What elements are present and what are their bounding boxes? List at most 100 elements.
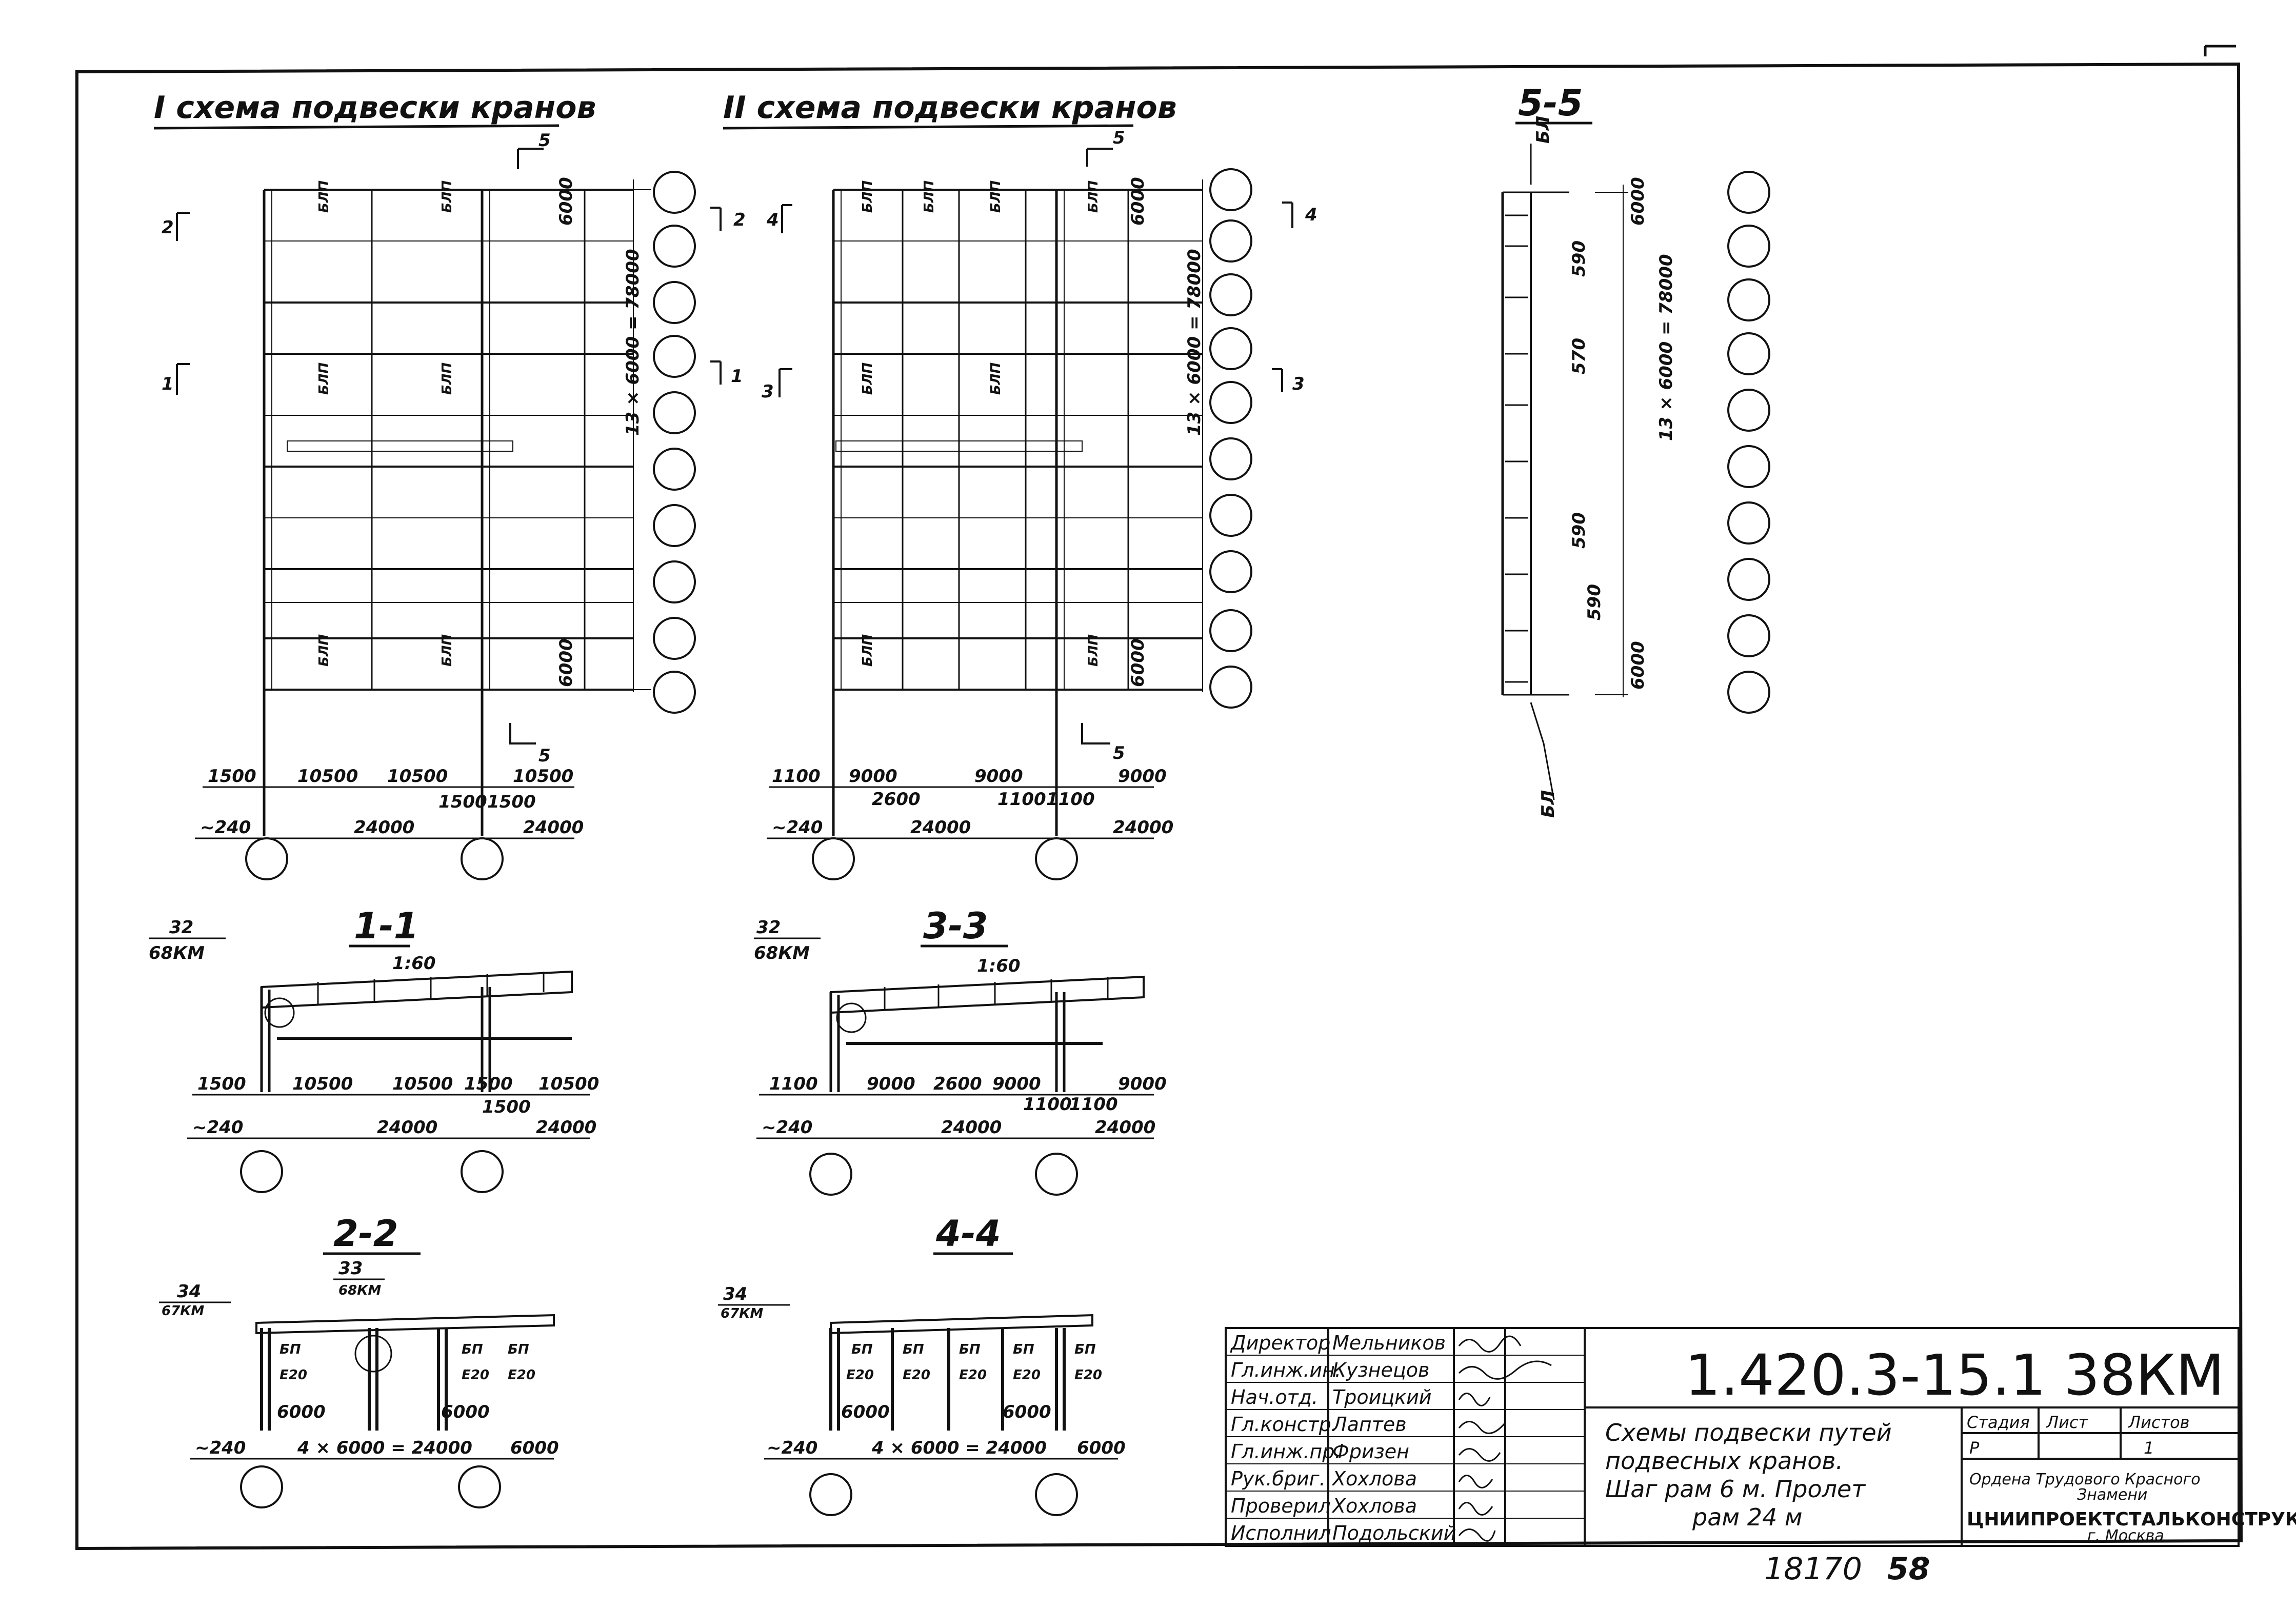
svg-text:34: 34 (177, 1281, 201, 1302)
sheet-frame (75, 45, 2243, 1551)
svg-text:БЛП: БЛП (988, 180, 1004, 213)
svg-text:БЛ: БЛ (1538, 790, 1559, 818)
svg-text:II схема подвески кранов: II схема подвески кранов (723, 90, 1177, 126)
svg-text:БЛП: БЛП (316, 363, 332, 395)
svg-text:~240: ~240 (195, 1438, 246, 1458)
plan1-frame (263, 179, 651, 836)
svg-text:10500: 10500 (538, 1074, 599, 1094)
svg-text:подвесных кранов.: подвесных кранов. (1605, 1447, 1843, 1475)
svg-text:32: 32 (756, 917, 781, 938)
svg-text:5: 5 (1113, 128, 1125, 148)
svg-text:6000: 6000 (510, 1438, 559, 1458)
svg-text:Гл.инж.пр.: Гл.инж.пр. (1231, 1440, 1341, 1463)
svg-text:1500: 1500 (487, 792, 536, 812)
svg-text:Е20: Е20 (959, 1367, 987, 1383)
plan2-cut-marks: 4 3 4 3 5 5 (762, 128, 1317, 763)
svg-text:Стадия: Стадия (1967, 1413, 2030, 1432)
svg-text:БП: БП (462, 1342, 483, 1357)
svg-text:Гл.инж.ин.: Гл.инж.ин. (1231, 1359, 1341, 1381)
svg-text:3: 3 (762, 381, 774, 402)
svg-text:67КМ: 67КМ (162, 1303, 204, 1319)
svg-text:9000: 9000 (992, 1074, 1041, 1094)
svg-text:БЛП: БЛП (1086, 634, 1101, 667)
svg-text:10500: 10500 (297, 766, 358, 787)
section-1-1: 1-1 32 68КМ 1:60 1500 10500 10500 1500 1… (149, 905, 599, 1193)
section55-drawing (1501, 144, 1628, 800)
svg-text:БП: БП (1013, 1342, 1034, 1357)
svg-text:3: 3 (1292, 374, 1305, 394)
svg-text:4: 4 (766, 210, 779, 230)
plan1-dimensions: 13 × 6000 = 78000 6000 6000 1500 10500 1… (200, 177, 643, 838)
svg-text:БП: БП (508, 1342, 529, 1357)
svg-text:9000: 9000 (867, 1074, 915, 1094)
svg-text:6000: 6000 (1628, 641, 1648, 690)
svg-text:570: 570 (1569, 338, 1589, 374)
organization: Ордена Трудового Красного Знамени ЦНИИПР… (1967, 1471, 2296, 1545)
svg-text:1100: 1100 (1023, 1094, 1072, 1115)
scheme2-title: II схема подвески кранов (723, 90, 1177, 130)
svg-text:БЛП: БЛП (860, 180, 875, 213)
svg-text:6000: 6000 (1128, 638, 1148, 687)
title-block-signatures (1458, 1335, 1552, 1542)
svg-text:5: 5 (538, 130, 551, 151)
svg-text:~240: ~240 (200, 817, 251, 838)
svg-text:10500: 10500 (392, 1074, 453, 1094)
svg-text:34: 34 (723, 1284, 747, 1304)
svg-text:Нач.отд.: Нач.отд. (1231, 1386, 1318, 1408)
plan1-cut-marks: 2 1 2 1 5 5 (162, 130, 746, 766)
svg-text:3-3: 3-3 (923, 905, 988, 947)
svg-text:24000: 24000 (354, 817, 414, 838)
svg-text:Е20: Е20 (846, 1367, 874, 1383)
plan1-dim-lines (195, 786, 574, 839)
svg-text:9000: 9000 (1118, 766, 1167, 787)
svg-text:2: 2 (733, 210, 746, 230)
svg-text:68КМ: 68КМ (754, 943, 810, 963)
svg-text:Е20: Е20 (462, 1367, 489, 1383)
svg-text:БП: БП (279, 1342, 301, 1357)
svg-text:~240: ~240 (772, 817, 823, 838)
stage-sheet-cells: Стадия Лист Листов Р 1 (1967, 1413, 2190, 1458)
svg-text:Схемы подвески путей: Схемы подвески путей (1605, 1419, 1892, 1446)
svg-text:9000: 9000 (974, 766, 1023, 787)
svg-text:БЛП: БЛП (440, 180, 455, 213)
svg-text:~240: ~240 (762, 1117, 812, 1138)
svg-text:5-5: 5-5 (1518, 82, 1583, 124)
svg-text:6000: 6000 (1077, 1438, 1126, 1458)
title-block-roles: Директор Гл.инж.ин. Нач.отд. Гл.констр. … (1230, 1332, 1341, 1544)
svg-text:4 × 6000 = 24000: 4 × 6000 = 24000 (297, 1438, 472, 1458)
svg-text:I схема подвески кранов: I схема подвески кранов (154, 90, 596, 126)
svg-text:58: 58 (1887, 1551, 1930, 1587)
svg-text:Подольский: Подольский (1332, 1522, 1456, 1544)
svg-text:6000: 6000 (556, 177, 576, 226)
section-3-3: 3-3 32 68КМ 1:60 1100 9000 2600 9000 900… (754, 905, 1167, 1196)
svg-text:590: 590 (1569, 240, 1589, 277)
plan2-axis-bubbles (812, 168, 1252, 880)
svg-text:1100: 1100 (1069, 1094, 1118, 1115)
svg-text:68КМ: 68КМ (338, 1283, 381, 1298)
svg-text:9000: 9000 (849, 766, 897, 787)
svg-text:1100: 1100 (1046, 789, 1095, 810)
svg-text:Лист: Лист (2046, 1413, 2088, 1432)
svg-text:1:60: 1:60 (392, 953, 436, 974)
svg-text:2600: 2600 (872, 789, 921, 810)
svg-text:10500: 10500 (387, 766, 448, 787)
svg-text:~240: ~240 (767, 1438, 817, 1458)
svg-text:1: 1 (2144, 1438, 2154, 1458)
svg-text:БП: БП (959, 1342, 981, 1357)
svg-text:Кузнецов: Кузнецов (1332, 1359, 1429, 1381)
svg-text:13 × 6000 = 78000: 13 × 6000 = 78000 (1184, 249, 1205, 436)
svg-text:68КМ: 68КМ (149, 943, 205, 963)
svg-text:24000: 24000 (941, 1117, 1002, 1138)
svg-text:1100: 1100 (769, 1074, 818, 1094)
svg-text:рам 24 м: рам 24 м (1692, 1503, 1803, 1531)
svg-text:24000: 24000 (1095, 1117, 1155, 1138)
svg-text:БЛП: БЛП (440, 363, 455, 395)
plan2-dimensions: 13 × 6000 = 78000 6000 6000 1100 9000 90… (772, 177, 1205, 838)
svg-text:БП: БП (1074, 1342, 1096, 1357)
svg-text:1500: 1500 (438, 792, 487, 812)
svg-text:6000: 6000 (441, 1402, 490, 1422)
svg-text:24000: 24000 (377, 1117, 437, 1138)
plan2-frame (832, 179, 1203, 836)
svg-text:6000: 6000 (556, 638, 576, 687)
svg-text:6000: 6000 (277, 1402, 326, 1422)
